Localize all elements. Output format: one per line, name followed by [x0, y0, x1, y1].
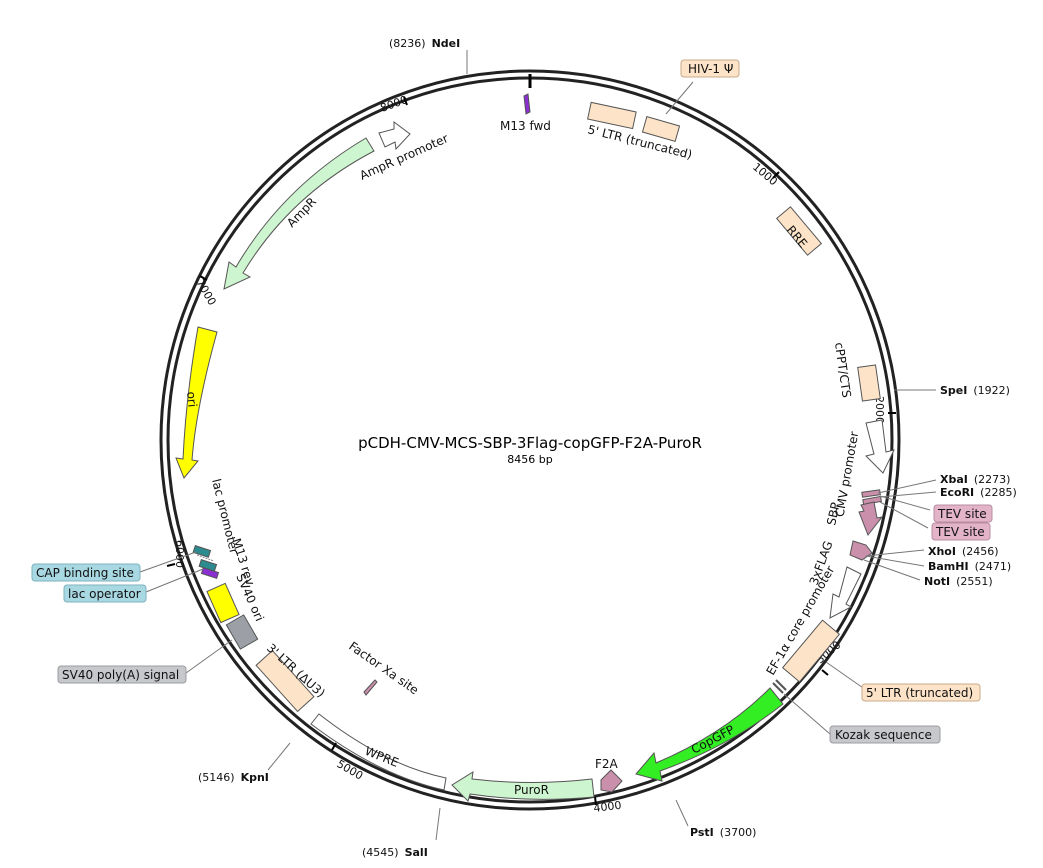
feature-label-sbp: SBP — [824, 501, 842, 526]
feature-label-cppt: cPPT/CTS — [832, 341, 854, 398]
leader-lines — [139, 50, 937, 841]
svg-text:Kozak sequence: Kozak sequence — [835, 728, 932, 742]
plasmid-length: 8456 bp — [507, 453, 552, 466]
feature-label-lac-promoter: lac promoter — [209, 477, 241, 555]
feature-label-puror: PuroR — [514, 783, 549, 797]
feature-rre — [775, 206, 823, 256]
callout-tev-site-1: TEV site — [933, 504, 993, 523]
feature-label-ori: ori — [184, 391, 200, 408]
site-sali: (4545)SalI — [362, 846, 428, 859]
svg-text:SV40 poly(A) signal: SV40 poly(A) signal — [62, 668, 179, 682]
callout-kozak-sequence: Kozak sequence — [829, 725, 941, 744]
svg-text:TEV site: TEV site — [935, 525, 985, 539]
feature-f2a — [600, 769, 623, 793]
site-bamhi: BamHI(2471) — [928, 560, 1011, 573]
site-spei: SpeI(1922) — [940, 384, 1010, 397]
callout-cap-binding-site: CAP binding site — [31, 563, 141, 582]
feature-3ltr — [255, 649, 315, 713]
tick-label-2000: 2000 — [873, 396, 886, 424]
feature-ori — [175, 326, 218, 479]
callout-tev-site-2: TEV site — [931, 522, 991, 541]
feature-label-m13-fwd: M13 fwd — [500, 119, 551, 133]
callout-5ltr-truncated: 5' LTR (truncated) — [861, 683, 981, 702]
feature-kozak — [772, 679, 787, 694]
svg-text:CAP binding site: CAP binding site — [36, 566, 134, 580]
svg-text:5' LTR (truncated): 5' LTR (truncated) — [866, 686, 973, 700]
callout-lac-operator: lac operator — [63, 584, 147, 603]
feature-ampr-promoter — [378, 121, 411, 151]
feature-m13-fwd — [523, 93, 531, 115]
svg-text:HIV-1 Ψ: HIV-1 Ψ — [688, 62, 733, 76]
callout-sv40-polya: SV40 poly(A) signal — [57, 665, 187, 684]
site-kpni: (5146)KpnI — [198, 771, 269, 784]
feature-sv40-polya — [225, 614, 259, 650]
feature-puror — [451, 771, 595, 802]
site-ecori: EcoRI(2285) — [940, 486, 1017, 499]
tick-label-4000: 4000 — [593, 799, 622, 815]
site-noti: NotI(2551) — [924, 575, 993, 588]
plasmid-title: pCDH-CMV-MCS-SBP-3Flag-copGFP-F2A-PuroR — [358, 434, 702, 452]
feature-label-f2a: F2A — [595, 757, 619, 771]
site-xhoi: XhoI(2456) — [928, 545, 999, 558]
feature-cmv-promoter — [865, 419, 895, 474]
tick-label-8000: 8000 — [379, 93, 410, 115]
backbone-outer — [159, 69, 901, 811]
feature-cppt — [857, 364, 881, 402]
callout-hiv1-psi: HIV-1 Ψ — [680, 59, 740, 78]
feature-5ltr-right — [781, 619, 841, 683]
feature-wpre — [310, 713, 447, 791]
tick-label-7000: 7000 — [193, 277, 218, 308]
tick-marks — [166, 96, 896, 806]
feature-lac-region — [192, 545, 220, 579]
site-psti: PstI(3700) — [690, 826, 756, 839]
feature-sv40-ori — [206, 582, 240, 624]
feature-ampr — [223, 137, 375, 290]
feature-5ltr-top — [587, 101, 681, 142]
site-ndei: (8236)NdeI — [389, 37, 460, 50]
site-xbai: XbaI(2273) — [940, 473, 1010, 486]
svg-text:TEV site: TEV site — [937, 507, 987, 521]
feature-ef1a — [829, 566, 862, 619]
svg-text:lac operator: lac operator — [68, 587, 141, 601]
tick-label-6000: 6000 — [173, 540, 186, 568]
feature-3xflag — [849, 540, 873, 561]
feature-copgfp — [635, 687, 784, 782]
feature-label-factor-xa: Factor Xa site — [346, 639, 421, 697]
feature-sbp — [858, 501, 884, 537]
feature-factor-xa — [363, 679, 378, 696]
